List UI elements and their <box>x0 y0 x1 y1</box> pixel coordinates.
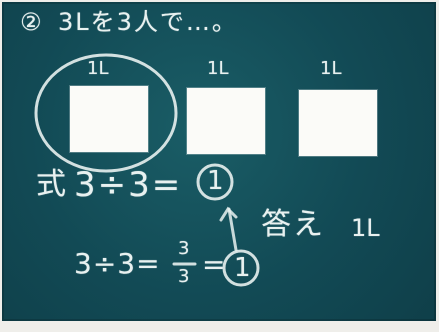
chalkboard: ② 3Lを3人で…。 1L 1L 1L 式 <box>2 2 436 321</box>
unit-label-1: 1L <box>87 58 109 79</box>
problem-number: ② <box>20 8 42 36</box>
fraction-numerator: 3 <box>178 238 190 259</box>
paper-square-2 <box>187 88 265 154</box>
result-circle-2 <box>222 249 260 287</box>
unit-label-3: 1L <box>320 58 342 79</box>
equation-2-expression: 3÷3= <box>74 247 161 280</box>
arrow-line <box>227 207 238 252</box>
equation-1-expression: 3÷3= <box>74 165 183 205</box>
unit-label-2: 1L <box>207 58 229 79</box>
equation-2-equals: = <box>202 248 226 281</box>
paper-square-3 <box>299 90 377 156</box>
arrow-head <box>219 206 238 222</box>
equation-prefix: 式 <box>36 167 66 202</box>
answer-value: 1L <box>351 214 380 242</box>
equation-2-result: 1 <box>234 253 251 283</box>
equation-1-result: 1 <box>207 166 224 196</box>
answer-label: 答え <box>261 207 325 242</box>
result-circle-1 <box>196 163 234 201</box>
paper-square-1 <box>70 86 148 152</box>
chalk-strokes <box>34 53 260 287</box>
highlight-circle <box>34 53 178 173</box>
problem-text: 3Lを3人で…。 <box>58 8 238 36</box>
fraction-denominator: 3 <box>178 266 190 287</box>
